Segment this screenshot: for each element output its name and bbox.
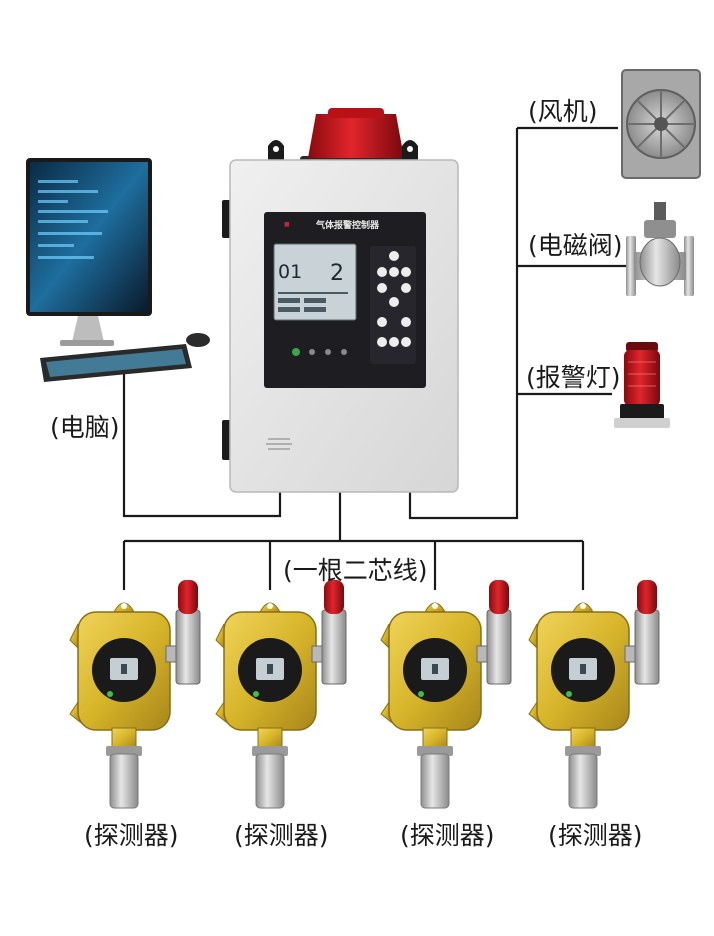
computer-label: (电脑): [50, 413, 120, 442]
detector-label: (探测器): [234, 821, 329, 850]
detector-label: (探测器): [84, 821, 179, 850]
cable-label: (一根二芯线): [283, 556, 428, 585]
gas-detector-icon: [69, 580, 201, 809]
lcd-value: 2: [330, 261, 344, 286]
gas-detector-icon: [215, 580, 347, 809]
valve-label: (电磁阀): [528, 231, 623, 260]
fan-icon: [621, 69, 701, 179]
solenoid-valve-icon: [626, 202, 694, 296]
alarm-lamp-label: (报警灯): [526, 363, 621, 392]
controller-title: 气体报警控制器: [315, 219, 380, 231]
detector-group: [69, 580, 660, 809]
gas-detector-icon: [528, 580, 660, 809]
computer-icon: [26, 158, 210, 382]
detector-label: (探测器): [548, 821, 643, 850]
fan-label: (风机): [528, 97, 598, 126]
lcd-channel: 01: [278, 261, 302, 283]
wire-computer: [122, 368, 282, 518]
alarm-lamp-icon: [614, 342, 670, 428]
wiring: [122, 126, 626, 590]
controller-unit: ■ 气体报警控制器 01 2: [222, 108, 459, 493]
detector-label: (探测器): [400, 821, 495, 850]
svg-text:■: ■: [284, 221, 290, 228]
gas-detector-icon: [380, 580, 512, 809]
wire-output-bus: [408, 128, 519, 520]
